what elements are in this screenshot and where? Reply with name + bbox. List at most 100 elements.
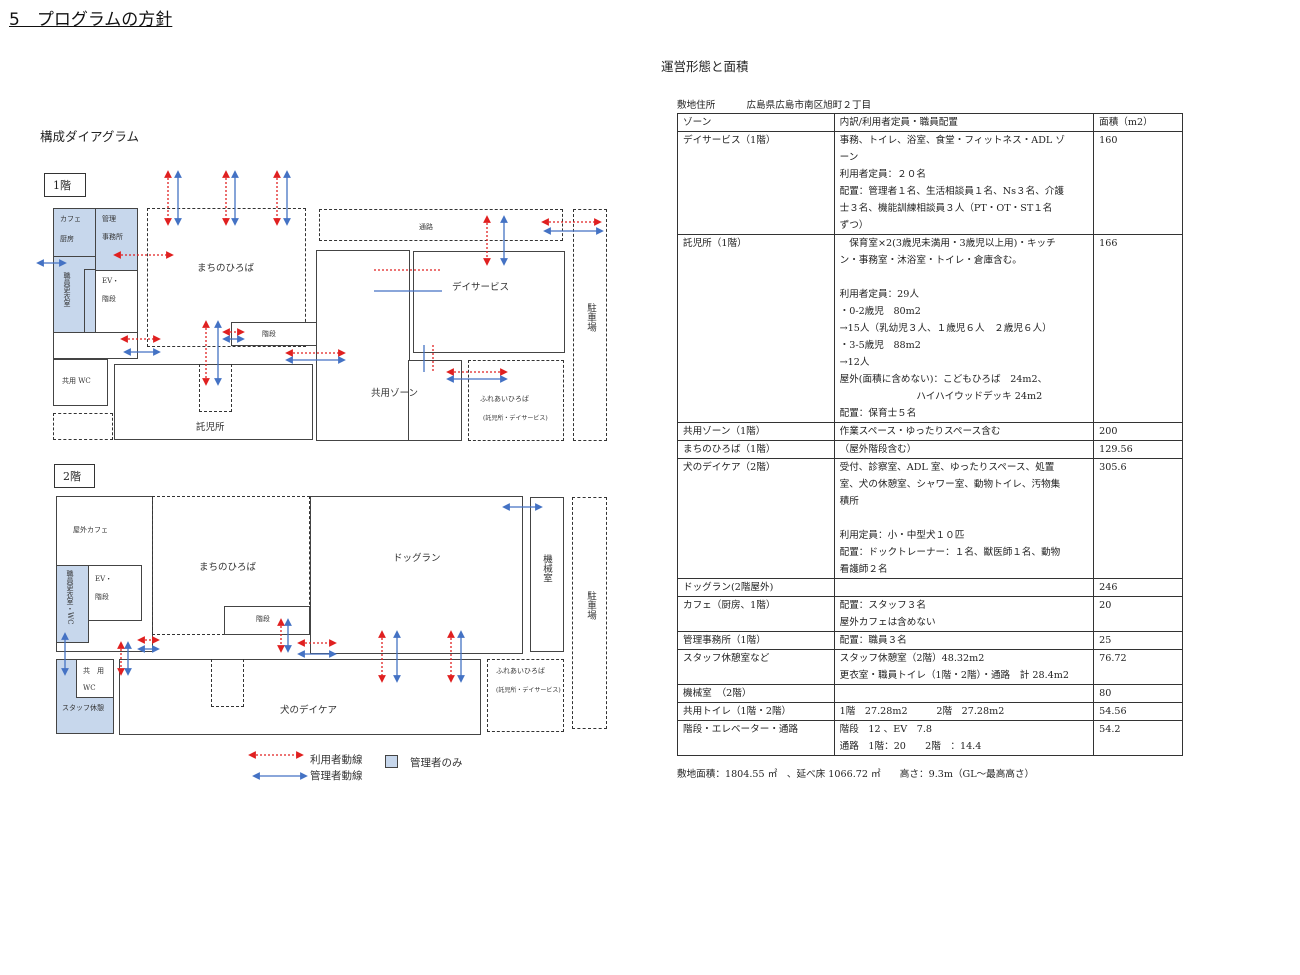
area-cell: 166	[1093, 234, 1183, 423]
legend-admin-label: 管理者のみ	[410, 757, 463, 769]
table-row: デイサービス（1階）事務、トイレ、浴室、食堂・フィットネス・ADL ゾ ーン 利…	[677, 131, 1183, 235]
zone-cell: 機械室 （2階）	[677, 684, 835, 703]
parking2-label: 駐車場	[585, 591, 596, 620]
ev2-label: EV・	[95, 575, 113, 583]
area-cell: 80	[1093, 684, 1183, 703]
ev2-stairs	[88, 565, 142, 621]
stairs-label: 階段	[102, 295, 116, 303]
fureai2-area	[487, 659, 564, 732]
wc2-label-2: WC	[83, 684, 96, 692]
passage-label: 通路	[419, 223, 433, 231]
area-cell: 76.72	[1093, 649, 1183, 685]
nursery-notch	[199, 364, 232, 412]
legend-user-label: 利用者動線	[310, 754, 363, 766]
parking-label: 駐車場	[585, 303, 596, 332]
table-heading: 運営形態と面積	[661, 59, 749, 74]
parking-area	[573, 209, 607, 441]
floor2-label: 2階	[54, 464, 95, 488]
plaza-label: まちのひろば	[197, 263, 255, 274]
zone-cell: まちのひろば（1階）	[677, 440, 835, 459]
legend-staff-label: 管理者動線	[310, 770, 363, 782]
common-label: 共用ゾーン	[371, 388, 419, 399]
wc2-room	[76, 659, 114, 698]
detail-cell: 作業スペース・ゆったりスペース含む	[833, 422, 1095, 441]
wc-room	[53, 359, 108, 406]
zone-cell: カフェ（厨房、1階）	[677, 596, 835, 632]
outdoor-cafe-label: 屋外カフェ	[73, 526, 108, 534]
common-zone	[316, 250, 410, 441]
stairs2-room	[224, 606, 310, 635]
passage-area	[319, 209, 563, 241]
floor1-label: 1階	[44, 173, 86, 197]
detail-cell: 受付、診察室、ADL 室、ゆったりスペース、処置 室、犬の休憩室、シャワー室、動…	[833, 458, 1095, 579]
kitchen-label: 厨房	[60, 235, 74, 243]
area-cell: 160	[1093, 131, 1183, 235]
dogcare-room	[119, 659, 481, 735]
plaza2-label: まちのひろば	[199, 562, 257, 573]
area-cell: 54.56	[1093, 702, 1183, 721]
detail-cell	[833, 578, 1095, 597]
fureai-sub-label: (託児所・デイサービス)	[483, 415, 548, 422]
zone-cell: デイサービス（1階）	[677, 131, 835, 235]
zone-cell: 共用ゾーン（1階）	[677, 422, 835, 441]
zone-cell: スタッフ休憩室など	[677, 649, 835, 685]
locker-label: 職員更衣室	[63, 272, 71, 307]
header-area: 面積（m2）	[1093, 113, 1183, 132]
zone-cell: ドッグラン(2階屋外)	[677, 578, 835, 597]
outdoor-area	[53, 413, 113, 440]
fureai-area	[468, 360, 564, 441]
detail-cell: 事務、トイレ、浴室、食堂・フィットネス・ADL ゾ ーン 利用者定員：２０名 配…	[833, 131, 1095, 235]
area-cell: 20	[1093, 596, 1183, 632]
fureai2-label: ふれあいひろば	[496, 667, 545, 675]
stairs2b-label: 階段	[95, 593, 109, 601]
area-cell: 54.2	[1093, 720, 1183, 756]
fureai-label: ふれあいひろば	[480, 395, 529, 403]
detail-cell: スタッフ休憩室（2階）48.32m2 更衣室・職員トイレ（1階・2階）・通路 計…	[833, 649, 1095, 685]
area-table: ゾーン 内訳/利用者定員・職員配置 面積（m2） デイサービス（1階）事務、トイ…	[677, 113, 1183, 756]
zone-cell: 管理事務所（1階）	[677, 631, 835, 650]
detail-cell: 配置：スタッフ３名 屋外カフェは含めない	[833, 596, 1095, 632]
table-row: 託児所（1階） 保育室×2(3歳児未満用・3歳児以上用)・キッチ ン・事務室・沐…	[677, 234, 1183, 423]
detail-cell: 階段 12 、EV 7.8 通路 1階：20 2階 ：14.4	[833, 720, 1095, 756]
machine-room	[530, 497, 564, 652]
table-row: ドッグラン(2階屋外) 246	[677, 578, 1183, 597]
header-zone: ゾーン	[677, 113, 835, 132]
table-row: スタッフ休憩室などスタッフ休憩室（2階）48.32m2 更衣室・職員トイレ（1階…	[677, 649, 1183, 685]
area-cell: 305.6	[1093, 458, 1183, 579]
area-cell: 246	[1093, 578, 1183, 597]
page-title: 5 プログラムの方針	[9, 10, 173, 30]
ev-label: EV・	[102, 277, 120, 285]
office-label: 管理	[102, 215, 116, 223]
detail-cell: 保育室×2(3歳児未満用・3歳児以上用)・キッチ ン・事務室・沐浴室・トイレ・倉…	[833, 234, 1095, 423]
table-row: まちのひろば（1階）（屋外階段含む）129.56	[677, 440, 1183, 459]
parking2-area	[572, 497, 607, 729]
dayservice-room	[413, 251, 565, 353]
table-header-row: ゾーン 内訳/利用者定員・職員配置 面積（m2）	[677, 113, 1183, 132]
common-zone-ext	[408, 360, 462, 441]
staff-rest-label: スタッフ休憩	[62, 704, 104, 712]
fureai2-sub-label: (託児所・デイサービス)	[496, 687, 561, 694]
dayservice-label: デイサービス	[452, 282, 510, 293]
dogcare-label: 犬のデイケア	[280, 705, 338, 716]
detail-cell: （屋外階段含む）	[833, 440, 1095, 459]
diagram-heading: 構成ダイアグラム	[40, 129, 140, 144]
detail-cell	[833, 684, 1095, 703]
detail-cell: 1階 27.28m2 2階 27.28m2	[833, 702, 1095, 721]
table-row: 機械室 （2階） 80	[677, 684, 1183, 703]
nursery-room	[114, 364, 313, 440]
address-value: 広島県広島市南区旭町２丁目	[746, 100, 872, 111]
area-cell: 25	[1093, 631, 1183, 650]
header-detail: 内訳/利用者定員・職員配置	[833, 113, 1095, 132]
area-cell: 200	[1093, 422, 1183, 441]
ev-stairs	[95, 270, 138, 333]
zone-cell: 共用トイレ（1階・2階）	[677, 702, 835, 721]
dogrun-label: ドッグラン	[393, 553, 441, 564]
zone-cell: 階段・エレベーター・通路	[677, 720, 835, 756]
table-row: 犬のデイケア（2階）受付、診察室、ADL 室、ゆったりスペース、処置 室、犬の休…	[677, 458, 1183, 579]
table-footer: 敷地面積：1804.55 ㎡ 、延べ床 1066.72 ㎡ 高さ：9.3m（GL…	[677, 769, 1035, 780]
